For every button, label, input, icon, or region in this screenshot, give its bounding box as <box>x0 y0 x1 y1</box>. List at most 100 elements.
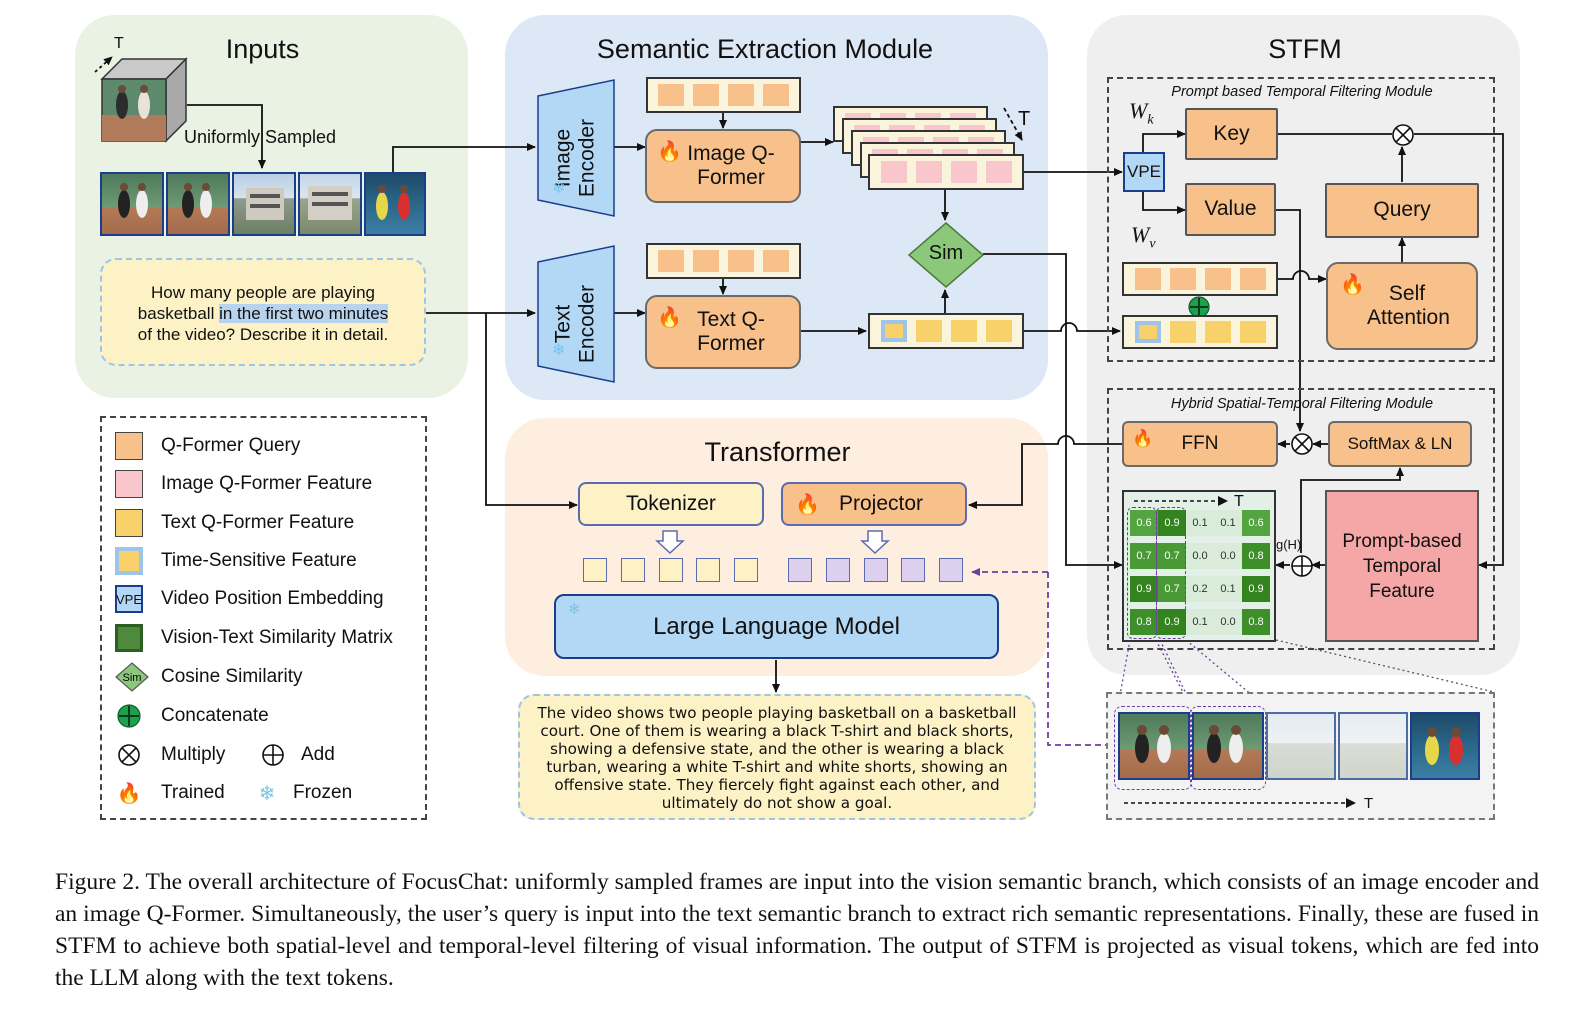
matrix-cell: 0.9 <box>1130 576 1158 602</box>
semantic-module-title: Semantic Extraction Module <box>596 34 934 64</box>
legend-item: Sim Cosine Similarity <box>115 662 302 692</box>
image-encoder <box>537 79 615 217</box>
legend-item: Q-Former Query <box>115 431 300 461</box>
matrix-cell: 0.9 <box>1158 609 1186 635</box>
matrix-cell: 0.0 <box>1186 543 1214 569</box>
visual-token <box>788 558 812 582</box>
image-encoder-label: Image Encoder <box>551 118 599 198</box>
fire-icon: 🔥 <box>116 782 142 805</box>
matrix-cell: 0.8 <box>1242 609 1270 635</box>
matrix-cell: 0.7 <box>1158 543 1186 569</box>
tokenizer-down-arrow <box>655 530 685 555</box>
sampled-frame <box>100 172 164 236</box>
matrix-cell: 0.8 <box>1130 609 1158 635</box>
fire-icon: 🔥 <box>1132 429 1154 448</box>
vpe-swatch: VPE <box>115 585 143 613</box>
value-box: Value <box>1185 183 1276 236</box>
text-encoder-label: Text Encoder <box>551 284 599 364</box>
ffn-box: 🔥 FFN <box>1122 421 1278 467</box>
stack-time-label: T <box>1018 108 1031 130</box>
matrix-cell: 0.7 <box>1130 543 1158 569</box>
matrix-cell: 0.1 <box>1186 510 1214 536</box>
llm-box: ❄ Large Language Model <box>554 594 999 659</box>
answer-box: The video shows two people playing baske… <box>518 694 1036 820</box>
query-token <box>658 84 685 106</box>
matrix-cell: 0.1 <box>1186 609 1214 635</box>
multiply-icon <box>118 744 140 766</box>
query-token <box>658 250 685 272</box>
sim-label: Sim <box>928 242 964 264</box>
add-icon <box>262 744 284 766</box>
multiply-icon <box>1392 124 1414 146</box>
sim-diamond-icon: Sim <box>115 662 149 692</box>
svg-text:Sim: Sim <box>123 672 142 684</box>
time-sensitive-feature-row <box>1122 315 1278 349</box>
visual-token <box>826 558 850 582</box>
softmax-ln-box: SoftMax & LN <box>1328 421 1472 467</box>
figure-caption: Figure 2. The overall architecture of Fo… <box>55 869 1539 991</box>
add-icon <box>1291 555 1313 577</box>
snowflake-icon: ❄ <box>258 782 276 805</box>
query-token-row <box>1122 262 1278 296</box>
similarity-matrix-swatch <box>115 624 143 652</box>
wv-label: Wv <box>1131 222 1156 252</box>
image-feature-swatch <box>115 470 143 498</box>
query-token <box>727 84 754 106</box>
visual-token <box>864 558 888 582</box>
selected-frame <box>1118 712 1190 780</box>
visual-token <box>901 558 925 582</box>
selected-frame <box>1192 712 1264 780</box>
frame-highlight <box>1114 706 1192 790</box>
text-feature-swatch <box>115 509 143 537</box>
tokenizer-box: Tokenizer <box>578 482 764 526</box>
projector-down-arrow <box>860 530 890 555</box>
query-box: Query <box>1325 183 1479 238</box>
self-attention-box: 🔥 Self Attention <box>1326 262 1478 350</box>
connector-arrows <box>94 56 1504 749</box>
frames-time-arrow <box>1124 798 1356 808</box>
query-token <box>762 84 789 106</box>
query-token <box>727 250 754 272</box>
vpe-box: VPE <box>1123 152 1165 192</box>
sampled-frame <box>166 172 230 236</box>
query-token <box>693 250 720 272</box>
prompt-temporal-filter-module <box>1107 77 1495 362</box>
matrix-cell: 0.9 <box>1242 576 1270 602</box>
stfm-title: STFM <box>1268 34 1342 64</box>
time-sensitive-swatch <box>115 547 143 575</box>
sampled-frame <box>232 172 296 236</box>
query-token <box>762 250 789 272</box>
concatenate-icon <box>1188 296 1210 318</box>
qformer-query-swatch <box>115 432 143 460</box>
time-label: T <box>114 35 124 52</box>
legend-item: Image Q-Former Feature <box>115 469 372 499</box>
text-encoder <box>537 245 615 383</box>
fire-icon: 🔥 <box>1340 274 1365 296</box>
transformer-title: Transformer <box>704 437 851 467</box>
key-box: Key <box>1185 108 1278 160</box>
image-qformer-box: 🔥 Image Q-Former <box>645 129 801 203</box>
matrix-cell: 0.6 <box>1242 510 1270 536</box>
text-token <box>734 558 758 582</box>
matrix-cell: 0.0 <box>1214 543 1242 569</box>
video-cube-icon <box>100 57 188 143</box>
sampled-frame <box>298 172 362 236</box>
text-token <box>696 558 720 582</box>
legend-item: Time-Sensitive Feature <box>115 546 357 576</box>
query-highlight: in the first two minutes <box>219 304 389 323</box>
legend-item: Text Q-Former Feature <box>115 508 354 538</box>
matrix-time-arrow <box>1134 496 1228 506</box>
matrix-cell: 0.2 <box>1186 576 1214 602</box>
image-qformer-query-row <box>646 77 801 113</box>
fire-icon: 🔥 <box>657 141 682 163</box>
snowflake-icon: ❄ <box>552 180 566 197</box>
matrix-cell: 0.1 <box>1214 510 1242 536</box>
image-feature-row <box>868 154 1024 190</box>
user-query-box: How many people are playing basketball i… <box>100 258 426 366</box>
query-text: of the video? Describe it in detail. <box>137 325 389 344</box>
matrix-highlight-col <box>1156 507 1186 639</box>
legend-item: Vision-Text Similarity Matrix <box>115 623 393 653</box>
wk-label: Wk <box>1129 98 1154 128</box>
